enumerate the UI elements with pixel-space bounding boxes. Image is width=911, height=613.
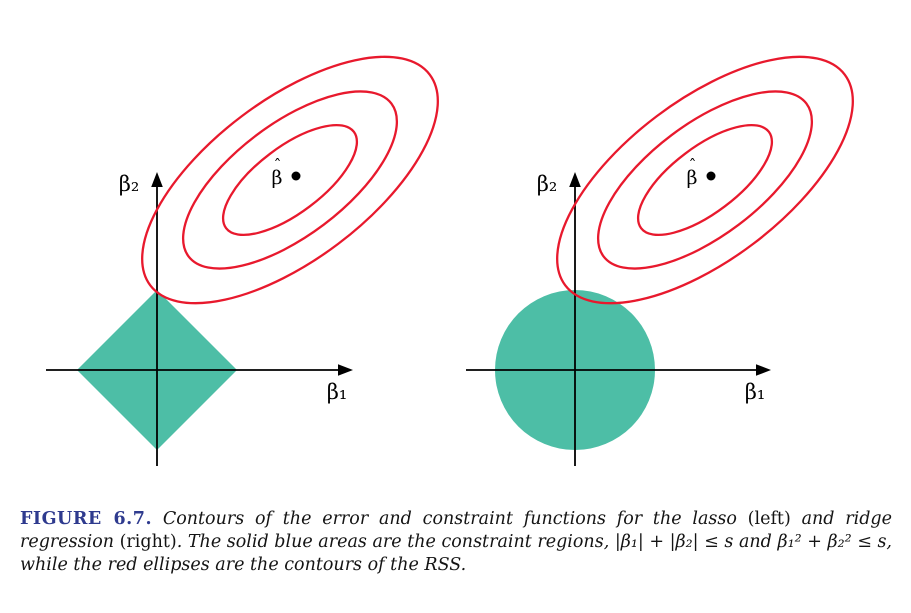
rss-contour-ellipse-outer (556, 55, 854, 305)
beta-hat-label: β (687, 167, 698, 189)
ridge-panel: β₂ β₁ β ˆ (466, 55, 854, 466)
beta1-axis-label: β₁ (745, 380, 766, 404)
beta2-axis-arrow-icon (151, 172, 163, 187)
beta1-axis-arrow-icon (756, 364, 771, 376)
beta2-axis-label: β₂ (119, 172, 140, 196)
caption-text: Contours of the error and constraint fun… (152, 508, 748, 529)
beta-hat-point (291, 171, 301, 181)
caption-text-left: (left) (747, 508, 791, 529)
caption-text-right: (right) (119, 531, 177, 552)
lasso-rss-contours (141, 55, 439, 305)
beta-hat-accent: ˆ (689, 156, 697, 175)
beta1-axis-label: β₁ (327, 380, 348, 404)
figure-number-label: FIGURE 6.7. (20, 508, 153, 529)
beta-hat-point (706, 171, 716, 181)
beta2-axis-label: β₂ (537, 172, 558, 196)
rss-contour-ellipse-inner (221, 123, 359, 237)
rss-contour-ellipse-inner (636, 123, 774, 237)
lasso-panel: β₂ β₁ β ˆ (46, 55, 439, 466)
ridge-rss-contours (556, 55, 854, 305)
caption-text: and ridge regression (20, 508, 892, 552)
figure-caption: FIGURE 6.7. Contours of the error and co… (20, 508, 892, 578)
rss-contour-ellipse-outer (141, 55, 439, 305)
beta1-axis-arrow-icon (338, 364, 353, 376)
beta-hat-label: β (272, 167, 283, 189)
beta-hat-accent: ˆ (274, 156, 282, 175)
rss-contour-ellipse-middle (596, 90, 814, 270)
figure-canvas: β₂ β₁ β ˆ β₂ β₁ (46, 55, 854, 466)
caption-text: . The solid blue areas are the constrain… (20, 531, 892, 576)
rss-contour-ellipse-middle (181, 90, 399, 270)
beta2-axis-arrow-icon (569, 172, 581, 187)
